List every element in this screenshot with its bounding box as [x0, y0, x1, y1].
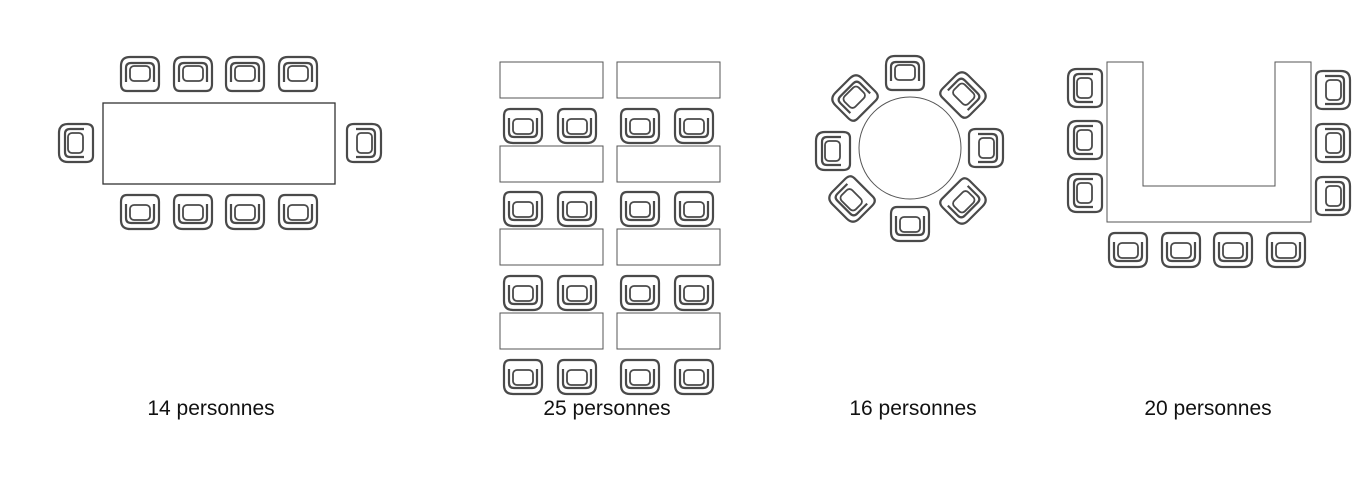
boardroom-table [102, 102, 336, 185]
chair [1265, 231, 1307, 269]
chair-bottom-1 [119, 193, 161, 231]
classroom-layout [499, 61, 721, 396]
chair [825, 172, 879, 226]
chair [673, 107, 715, 145]
round-layout [814, 54, 1005, 243]
chair [1107, 231, 1149, 269]
desk [499, 228, 604, 266]
desk [616, 312, 721, 350]
chair [884, 54, 926, 92]
chair-top-2 [172, 55, 214, 93]
u-shape-caption: 20 personnes [1144, 397, 1272, 420]
chair [619, 358, 661, 396]
boardroom-layout [57, 55, 383, 231]
chair [673, 358, 715, 396]
chair [502, 274, 544, 312]
chair [556, 274, 598, 312]
desk [499, 312, 604, 350]
chair [673, 274, 715, 312]
chair [1066, 67, 1104, 109]
round-caption: 16 personnes [849, 397, 977, 420]
chair [889, 205, 931, 243]
boardroom-caption: 14 personnes [147, 397, 275, 420]
chair [502, 190, 544, 228]
chair-top-1 [119, 55, 161, 93]
chair [1066, 119, 1104, 161]
chair [619, 274, 661, 312]
chair-right-end [345, 122, 383, 164]
chair [1212, 231, 1254, 269]
desk [616, 61, 721, 99]
chair [814, 130, 852, 172]
chair [1160, 231, 1202, 269]
chair [967, 127, 1005, 169]
chair-top-4 [277, 55, 319, 93]
chair [1314, 122, 1352, 164]
chair [556, 107, 598, 145]
desk [499, 61, 604, 99]
chair [1314, 175, 1352, 217]
chair [556, 190, 598, 228]
chair [1066, 172, 1104, 214]
desk [616, 228, 721, 266]
u-shape-layout [1066, 61, 1352, 269]
classroom-caption: 25 personnes [543, 397, 671, 420]
chair-left-end [57, 122, 95, 164]
chair [1314, 69, 1352, 111]
round-table [858, 96, 962, 200]
chair [502, 107, 544, 145]
desk [499, 145, 604, 183]
chair [556, 358, 598, 396]
chair-bottom-3 [224, 193, 266, 231]
chair [619, 190, 661, 228]
desk [616, 145, 721, 183]
chair-bottom-2 [172, 193, 214, 231]
chair-bottom-4 [277, 193, 319, 231]
u-shape-table [1106, 61, 1312, 223]
chair-top-3 [224, 55, 266, 93]
chair [502, 358, 544, 396]
chair [673, 190, 715, 228]
chair [619, 107, 661, 145]
